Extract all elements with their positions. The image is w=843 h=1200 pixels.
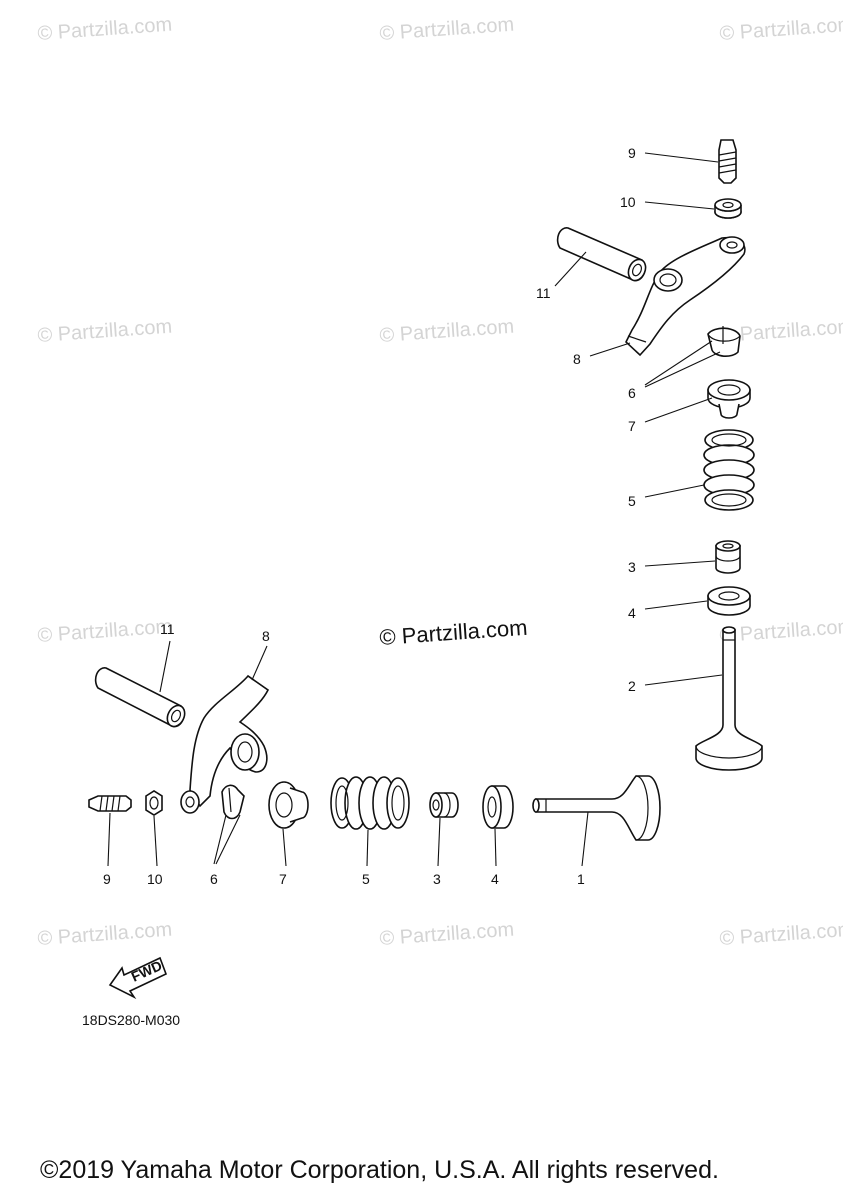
callout-10-upper: 10 <box>620 194 636 210</box>
rocker-pivot-pin <box>180 790 200 814</box>
rocker-shaft-lower <box>94 667 186 728</box>
watermark: © Partzilla.com <box>37 316 173 347</box>
watermark: © Partzilla.com <box>719 616 843 647</box>
spring-seat-lower <box>482 785 514 829</box>
spring-retainer-upper <box>707 379 751 419</box>
valve-spring-lower <box>330 776 410 830</box>
watermark: © Partzilla.com <box>37 14 173 45</box>
callout-5-lower: 5 <box>362 871 370 887</box>
callout-11-lower: 11 <box>160 621 175 637</box>
leader-11-upper <box>554 251 587 287</box>
callout-2: 2 <box>628 678 636 694</box>
locknut-upper <box>714 198 742 219</box>
locknut-lower <box>145 790 163 816</box>
watermark-grid: © Partzilla.com © Partzilla.com © Partzi… <box>37 14 843 950</box>
leader-9-lower <box>107 812 111 867</box>
center-watermark: © Partzilla.com <box>379 615 529 650</box>
callout-4-upper: 4 <box>628 605 636 621</box>
callout-3-lower: 3 <box>433 871 441 887</box>
valve-cotters-lower <box>221 784 245 820</box>
callout-6-upper: 6 <box>628 385 636 401</box>
rocker-shaft-upper <box>556 227 647 282</box>
callout-3-upper: 3 <box>628 559 636 575</box>
callout-5-upper: 5 <box>628 493 636 509</box>
callout-10-lower: 10 <box>147 871 163 887</box>
leader-7-lower <box>282 828 287 867</box>
callout-4-lower: 4 <box>491 871 499 887</box>
leader-5-lower <box>366 829 369 867</box>
callout-6-lower: 6 <box>210 871 218 887</box>
callout-7-lower: 7 <box>279 871 287 887</box>
callout-1: 1 <box>577 871 585 887</box>
rocker-arm-lower <box>189 674 270 808</box>
watermark: © Partzilla.com <box>37 616 173 647</box>
leader-11-lower <box>159 640 171 693</box>
leader-6a-upper <box>644 340 713 386</box>
leader-8-lower <box>251 645 268 681</box>
callout-8-upper: 8 <box>573 351 581 367</box>
watermark: © Partzilla.com <box>719 919 843 950</box>
leader-6a-lower <box>213 814 227 865</box>
valve-stem-seal-lower <box>429 792 459 818</box>
callout-8-lower: 8 <box>262 628 270 644</box>
leader-9-upper <box>644 152 719 163</box>
adjusting-screw-lower <box>88 795 132 812</box>
leader-6b-lower <box>215 814 241 865</box>
leader-2 <box>644 674 723 686</box>
watermark: © Partzilla.com <box>379 316 515 347</box>
watermark: © Partzilla.com <box>719 14 843 45</box>
leader-3-lower <box>437 817 441 867</box>
spring-seat-upper <box>707 586 751 616</box>
leader-3-upper <box>644 560 716 567</box>
diagram-code: 18DS280-M030 <box>82 1012 180 1028</box>
intake-valve <box>532 775 661 841</box>
spring-retainer-lower <box>268 781 309 829</box>
valve-spring-upper <box>703 429 755 511</box>
callout-9-upper: 9 <box>628 145 636 161</box>
rocker-arm-upper <box>625 236 746 357</box>
callout-11-upper: 11 <box>536 285 551 301</box>
fwd-arrow-icon: FWD <box>108 956 168 1000</box>
leader-8-upper <box>589 342 631 357</box>
valve-stem-seal-upper <box>715 540 741 574</box>
watermark: © Partzilla.com <box>37 919 173 950</box>
exhaust-valve <box>695 626 763 771</box>
leader-7-upper <box>644 397 713 423</box>
callout-7-upper: 7 <box>628 418 636 434</box>
leader-4-upper <box>644 600 708 610</box>
leader-5-upper <box>644 484 705 498</box>
leader-6b-upper <box>644 351 721 388</box>
leader-4-lower <box>494 828 497 867</box>
leader-1 <box>581 811 589 867</box>
watermark: © Partzilla.com <box>379 919 515 950</box>
leader-10-lower <box>153 815 158 867</box>
adjusting-screw-upper <box>718 139 737 184</box>
copyright-notice: ©2019 Yamaha Motor Corporation, U.S.A. A… <box>40 1156 719 1184</box>
watermark: © Partzilla.com <box>379 14 515 45</box>
valve-cotters-upper <box>707 326 741 358</box>
callout-9-lower: 9 <box>103 871 111 887</box>
leader-10-upper <box>644 201 715 210</box>
